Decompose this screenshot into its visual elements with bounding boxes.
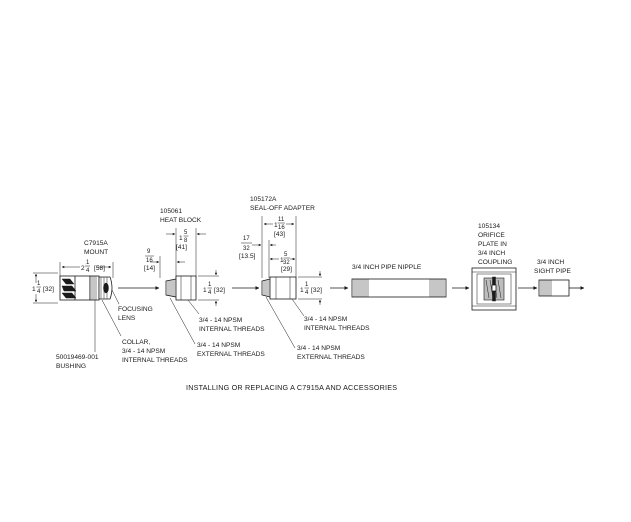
mount-group: C7915A MOUNT 2 1 4 [58] 1 1 4 [32] bbox=[32, 240, 188, 370]
pipe-nipple-group: 3/4 INCH PIPE NIPPLE bbox=[351, 264, 447, 298]
adapter-height-num: 1 bbox=[305, 282, 309, 288]
focusing-lens-label-line1: FOCUSING bbox=[118, 306, 153, 313]
heat-block-width-den: 8 bbox=[184, 238, 188, 244]
adapter-offset-metric: [13.5] bbox=[239, 253, 256, 260]
heat-block-external-line1: 3/4 - 14 NPSM bbox=[197, 342, 240, 349]
adapter-internal-line2: INTERNAL THREADS bbox=[304, 325, 370, 332]
heat-block-width-num: 5 bbox=[184, 230, 188, 236]
heat-block-external-line2: EXTERNAL THREADS bbox=[197, 351, 265, 358]
bushing-label-line1: 50019469-001 bbox=[56, 354, 99, 361]
heat-block-internal-line1: 3/4 - 14 NPSM bbox=[199, 317, 242, 324]
sight-pipe-line1: 3/4 INCH bbox=[537, 259, 564, 266]
mount-height-num: 1 bbox=[37, 281, 41, 287]
heat-block-offset-metric: [14] bbox=[144, 265, 155, 272]
orifice-line4: COUPLING bbox=[478, 259, 512, 266]
heat-block-width-metric: [41] bbox=[176, 244, 187, 251]
adapter-group: 105172A SEAL-OFF ADAPTER 1 11 16 [43] 17… bbox=[239, 196, 370, 361]
adapter-external-line1: 3/4 - 14 NPSM bbox=[297, 345, 340, 352]
orifice-line3: 3/4 INCH bbox=[478, 250, 505, 257]
sight-pipe-group: 3/4 INCH SIGHT PIPE bbox=[534, 259, 585, 297]
bushing-label-line2: BUSHING bbox=[56, 363, 86, 370]
pipe-nipple-label: 3/4 INCH PIPE NIPPLE bbox=[352, 264, 422, 271]
adapter-height-den: 4 bbox=[305, 290, 309, 296]
adapter-inner-metric: [29] bbox=[281, 266, 292, 273]
orifice-line1: ORIFICE bbox=[478, 232, 505, 239]
orifice-coupling-body bbox=[471, 267, 517, 311]
heat-block-body bbox=[165, 275, 197, 301]
heat-block-width-whole: 1 bbox=[179, 235, 183, 242]
adapter-offset-den: 32 bbox=[243, 246, 250, 252]
heat-block-offset-num: 9 bbox=[147, 249, 151, 255]
orifice-part-no: 105134 bbox=[478, 223, 500, 230]
heat-block-group: 105061 HEAT BLOCK 1 5 8 [41] 9 16 [14] bbox=[144, 208, 265, 358]
heat-block-height-num: 1 bbox=[208, 282, 212, 288]
orifice-line2: PLATE IN bbox=[478, 241, 507, 248]
adapter-body bbox=[261, 276, 297, 300]
mount-body bbox=[59, 275, 113, 301]
heat-block-internal-line2: INTERNAL THREADS bbox=[199, 326, 265, 333]
sight-pipe-body bbox=[538, 279, 570, 297]
mount-width-den: 4 bbox=[86, 268, 90, 274]
adapter-height-metric: [32] bbox=[311, 287, 322, 294]
pipe-nipple-body bbox=[351, 278, 447, 298]
mount-width-whole: 2 bbox=[81, 265, 85, 272]
collar-label-line3: INTERNAL THREADS bbox=[122, 357, 188, 364]
orifice-group: 105134 ORIFICE PLATE IN 3/4 INCH COUPLIN… bbox=[471, 223, 517, 311]
adapter-width-den: 16 bbox=[278, 225, 285, 231]
heat-block-offset-den: 16 bbox=[146, 258, 153, 264]
adapter-height-whole: 1 bbox=[300, 287, 304, 294]
adapter-inner-whole: 1 bbox=[280, 257, 284, 264]
adapter-inner-den: 32 bbox=[283, 260, 290, 266]
diagram-caption: INSTALLING OR REPLACING A C7915A AND ACC… bbox=[186, 383, 397, 392]
collar-label-line2: 3/4 - 14 NPSM bbox=[122, 348, 165, 355]
heat-block-title: HEAT BLOCK bbox=[160, 217, 202, 224]
mount-width-num: 1 bbox=[86, 260, 90, 266]
adapter-width-metric: [43] bbox=[274, 231, 285, 238]
adapter-part-no: 105172A bbox=[250, 196, 277, 203]
mount-height-whole: 1 bbox=[32, 286, 36, 293]
mount-width-dimension: 2 1 4 [58] bbox=[59, 260, 114, 278]
adapter-internal-line1: 3/4 - 14 NPSM bbox=[304, 316, 347, 323]
mount-height-den: 4 bbox=[37, 289, 41, 295]
adapter-title: SEAL-OFF ADAPTER bbox=[250, 205, 315, 212]
mount-width-metric: [58] bbox=[94, 265, 105, 272]
collar-label-line1: COLLAR, bbox=[122, 339, 150, 346]
heat-block-height-den: 4 bbox=[208, 290, 212, 296]
heat-block-height-whole: 1 bbox=[203, 287, 207, 294]
adapter-width-whole: 1 bbox=[274, 222, 278, 229]
mount-title-line2: MOUNT bbox=[84, 249, 108, 256]
mount-title-line1: C7915A bbox=[84, 240, 108, 247]
sight-pipe-line2: SIGHT PIPE bbox=[534, 268, 571, 275]
adapter-inner-num: 5 bbox=[284, 252, 288, 258]
adapter-offset-num: 17 bbox=[243, 236, 250, 242]
focusing-lens-label-line2: LENS bbox=[118, 315, 136, 322]
adapter-external-line2: EXTERNAL THREADS bbox=[297, 354, 365, 361]
heat-block-height-metric: [32] bbox=[214, 287, 225, 294]
mount-height-dimension: 1 1 4 [32] bbox=[32, 272, 58, 304]
heat-block-part-no: 105061 bbox=[160, 208, 182, 215]
adapter-width-num: 11 bbox=[278, 217, 285, 223]
mount-height-metric: [32] bbox=[43, 286, 54, 293]
